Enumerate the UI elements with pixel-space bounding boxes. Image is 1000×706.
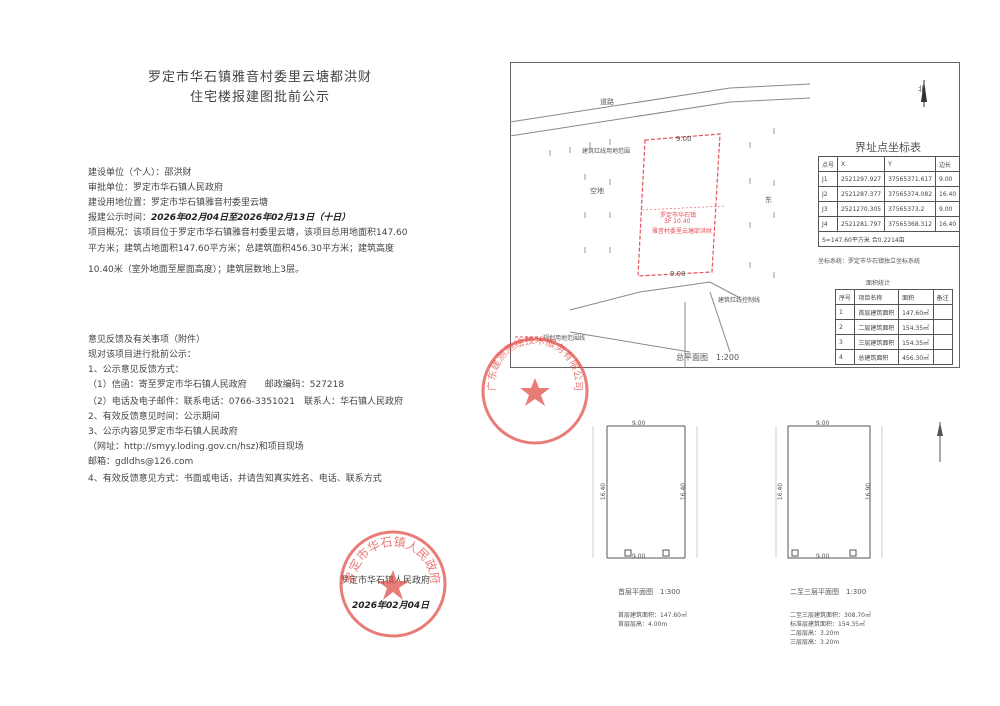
callout-left: 建筑红线用地范围 [582, 148, 631, 155]
floor1-dim-bottom: 9.00 [632, 553, 646, 560]
area-table-header: 序号项目名称面积备注 [834, 289, 954, 305]
survey-stamp: 广东建测测绘技术服务有限公司 [481, 336, 589, 445]
feedback-intro: 现对该项目进行批前公示： [88, 350, 197, 360]
floor23-note-2: 标准层建筑面积：154.35㎡ [790, 621, 865, 628]
floor23-plan [775, 425, 883, 559]
notice-line-approver: 审批单位：罗定市华石镇人民政府 [88, 183, 224, 193]
coord-table-footer: S=147.60平方米 合0.2214亩 [817, 231, 961, 247]
notice-line-location: 建设用地位置：罗定市华石镇雅音村委里云塘 [88, 198, 269, 208]
table-row: S=147.60平方米 合0.2214亩 [817, 231, 961, 247]
building-label-2: 3F 10.40 [664, 218, 691, 225]
site-plan-caption: 总平面图 1:200 [676, 353, 740, 362]
floor1-note-2: 首层层高：4.00m [618, 621, 668, 628]
notice-title-line2: 住宅楼报建图批前公示 [189, 90, 330, 105]
callout-right: 建筑红线控制线 [718, 297, 761, 304]
site-dim-top: 9.00 [676, 135, 692, 143]
floor1-note-1: 首层建筑面积：147.60㎡ [618, 612, 687, 619]
floor23-dim-left: 16.40 [777, 482, 785, 501]
building-footprint [637, 133, 721, 277]
notice-line-overview-3: 10.40米（室外地面至屋面高度）；建筑层数地上3层。 [88, 265, 304, 275]
floor23-dim-bottom: 9.00 [816, 553, 830, 560]
floor1-dim-left: 16.40 [600, 482, 608, 501]
north-arrow-head-icon [921, 80, 927, 102]
notice-line-overview-2: 平方米；建筑占地面积147.60平方米；总建筑面积456.30平方米；建筑高度 [88, 244, 394, 254]
star-icon [520, 378, 550, 406]
star-icon [377, 570, 409, 600]
area-table-title: 面积统计 [866, 280, 891, 287]
floor-north-arrow-icon [937, 422, 943, 462]
west-land-label: 空地 [590, 187, 604, 195]
floor1-plan [592, 425, 698, 559]
floor1-caption: 首层平面图 1:300 [618, 588, 681, 596]
floor23-caption: 二至三层平面图 1:300 [790, 588, 867, 596]
east-label: 东 [765, 196, 772, 204]
coord-table-header: 点号 X Y 边长 [817, 156, 961, 172]
feedback-heading: 意见反馈及有关事项（附件） [88, 335, 206, 345]
coord-table-title: 界址点坐标表 [855, 141, 921, 154]
coord-table-note: 坐标系统：罗定市华石镇独立坐标系统 [818, 258, 921, 265]
site-dim-bottom: 9.00 [670, 270, 686, 278]
road-label: 道路 [600, 98, 614, 106]
floor1-dim-top: 9.00 [632, 420, 646, 427]
notice-period-handwritten: 2026年02月04日至2026年02月13日（十日） [151, 213, 351, 223]
floor1-dim-right: 16.40 [680, 482, 688, 501]
feedback-line: 3、公示内容见罗定市华石镇人民政府 [88, 427, 238, 437]
feedback-line: （2）电话及电子邮件：联系电话：0766-3351021 联系人：华石镇人民政府 [88, 397, 403, 407]
notice-line-period: 报建公示时间：2026年02月04日至2026年02月13日（十日） [88, 212, 350, 224]
feedback-email: 邮箱：gdldhs@126.com [88, 457, 194, 467]
gov-stamp: 罗定市华石镇人民政府 [339, 530, 447, 638]
floor23-note-1: 二至三层建筑面积：308.70㎡ [790, 612, 871, 619]
feedback-line: （网址：http://smyy.loding.gov.cn/hsz)和项目现场 [88, 442, 304, 452]
notice-title-line1: 罗定市华石镇雅音村委里云塘都洪财 [147, 70, 372, 85]
legend-label: 规划用地范围线 [543, 335, 586, 342]
building-label-1: 罗定市华石镇 [660, 212, 697, 219]
notice-line-applicant: 建设单位（个人）：邵洪财 [88, 168, 192, 178]
feedback-line: 1、公示意见反馈方式： [88, 365, 184, 375]
notice-period-label: 报建公示时间： [88, 213, 152, 223]
floor23-dim-top: 9.00 [816, 420, 830, 427]
floor23-note-4: 三层层高：3.20m [790, 639, 840, 646]
floor23-note-3: 二层层高：3.20m [790, 630, 840, 637]
feedback-line: 2、有效反馈意见时间：公示期间 [88, 412, 220, 422]
feedback-line: （1）信函：寄至罗定市华石镇人民政府 邮政编码：527218 [88, 380, 345, 390]
floor23-dim-right: 16.90 [865, 482, 873, 501]
signature-date: 2026年02月04日 [352, 601, 430, 611]
feedback-line: 4、有效反馈意见方式：书面或电话，并请告知真实姓名、电话、联系方式 [88, 474, 382, 484]
north-label: 北 [918, 85, 925, 93]
notice-line-overview-1: 项目概况：该项目位于罗定市华石镇雅音村委里云塘，该项目总用地面积147.60 [88, 228, 408, 238]
building-label-3: 雅音村委里云塘邵洪财 [652, 228, 713, 235]
